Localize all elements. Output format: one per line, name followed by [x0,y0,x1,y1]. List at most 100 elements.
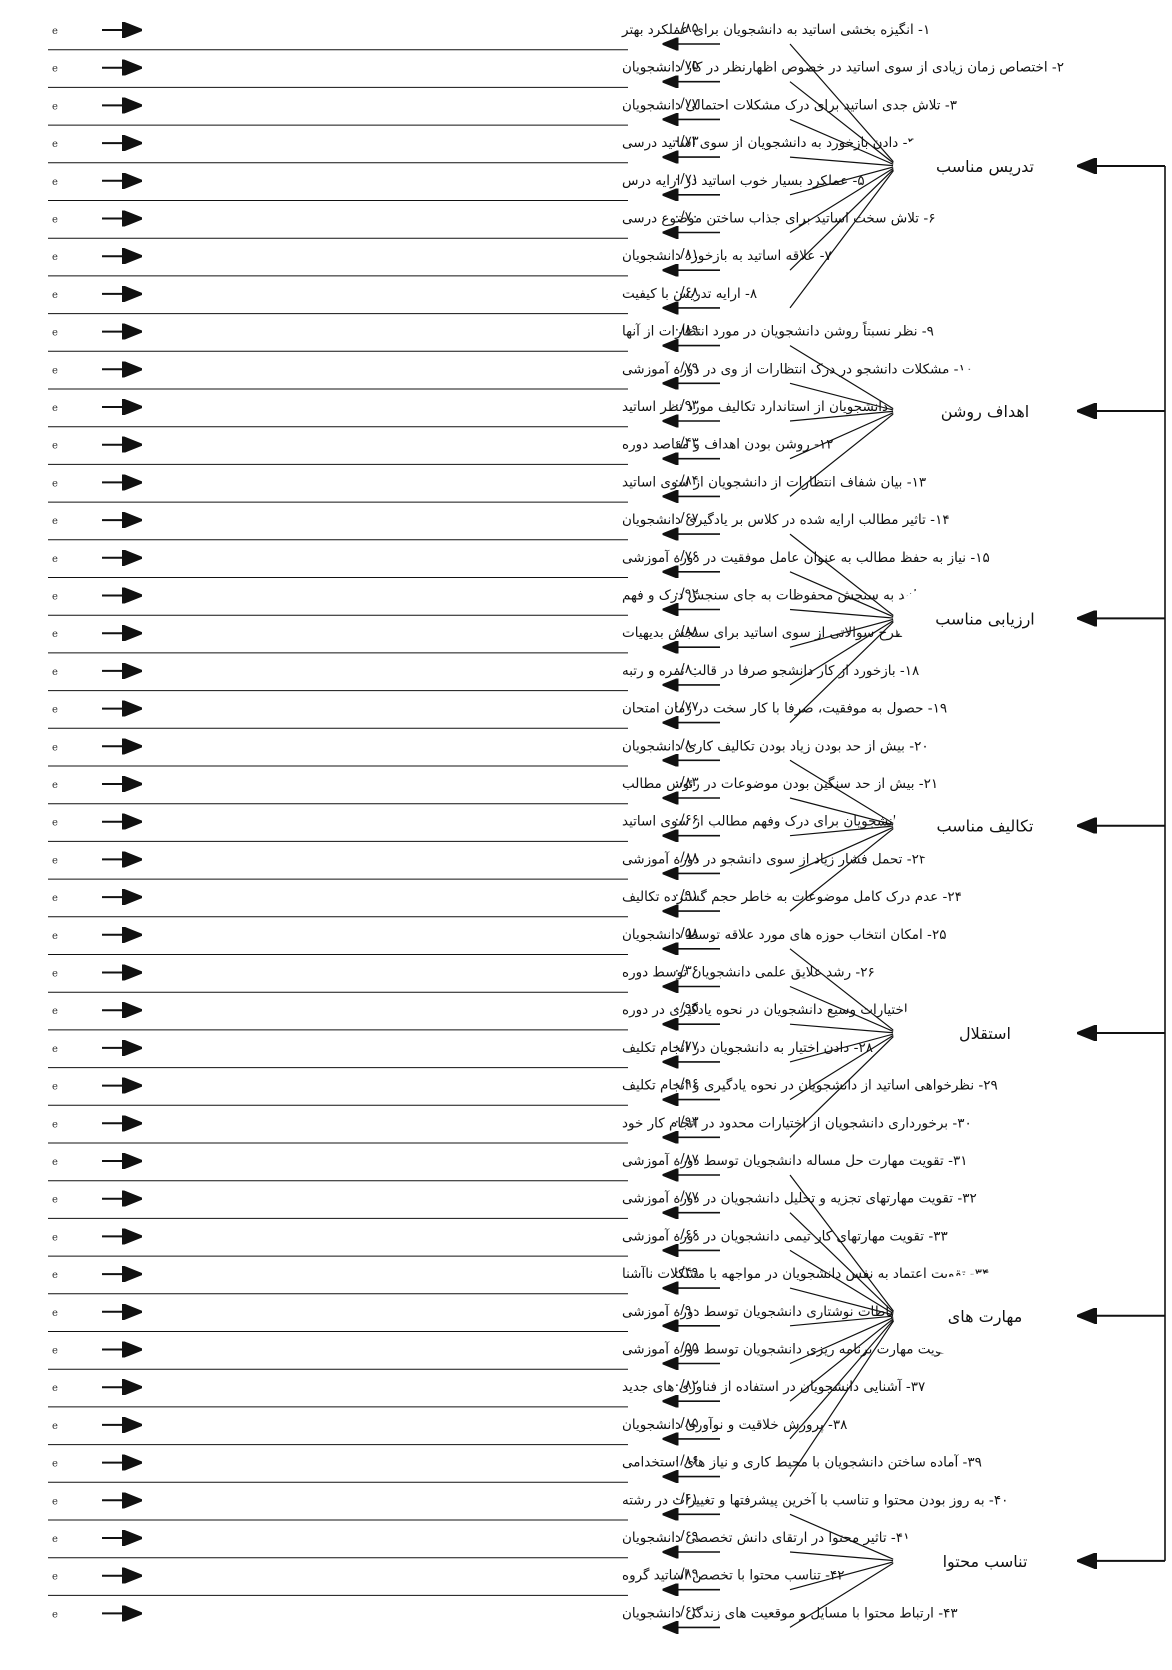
error-term: e [14,276,140,311]
factor-node: تدریس مناسب [893,123,1165,208]
error-label: e [52,252,58,263]
error-ellipse [14,842,102,877]
error-term: e [14,163,140,198]
error-term: e [14,390,140,424]
factor-ellipse [893,1518,1077,1603]
error-term: e [14,1068,140,1103]
error-ellipse [14,201,102,236]
error-label: e [52,1195,58,1206]
item-label: ۳۰- برخورداری دانشجویان از اختیارات محدو… [622,1115,972,1131]
item-label: ۷- علاقه اساتید به بازخورد دانشجویان [622,248,832,264]
path-line [789,118,898,167]
error-label: e [52,969,58,980]
error-term: e [14,691,140,726]
item-label: ۱۳- بیان شفاف انتظارات از دانشجویان از س… [622,474,926,490]
item-label: ۴۲- تناسب محتوا با تخصص اساتید گروه [622,1567,845,1584]
item-label: ۱- انگیزه بخشی اساتید به دانشجویان برای … [621,21,930,38]
error-label: e [52,64,58,75]
error-terms: eeeeeeeeeeeeeeeeeeeeeeeeeeeeeeeeeeeeeeee… [14,13,140,1631]
error-term: e [14,1332,140,1367]
loading-value: ۰/۵۵ [673,1341,698,1356]
item-label: ۱۰- مشکلات دانشجو در درک انتظارات از وی … [622,360,973,377]
item-label: ۳- تلاش جدی اساتید برای درک مشکلات احتما… [622,97,957,113]
error-ellipse [14,1521,102,1555]
path-line [789,1287,898,1317]
path-line [789,759,898,827]
item-label: ۲۸- دادن اختیار به دانشجویان در انجام تک… [622,1040,873,1056]
factor-label: تناسب محتوا [943,1552,1028,1572]
error-label: e [52,1346,58,1357]
error-label: e [52,1496,58,1507]
error-ellipse [14,1106,102,1141]
path-line [789,165,898,234]
item-label: ۶- تلاش سخت اساتید برای جذاب ساختن موضوع… [622,211,935,227]
error-term: e [14,804,140,839]
error-term: e [14,1219,140,1254]
error-term: e [14,917,140,952]
error-term: e [14,427,140,462]
error-ellipse [14,352,102,387]
path-line [789,1315,898,1440]
error-label: e [52,1609,58,1620]
error-term: e [14,616,140,651]
loading-value: ۰/۷۳ [673,134,698,149]
loading-value: ۰/۹۱ [673,888,698,903]
item-label: ۱۹- حصول به موفقیت، صرفا با کار سخت در ز… [622,701,947,717]
error-ellipse [14,616,102,651]
path-line [789,410,898,497]
factor-label: تکالیف مناسب [937,817,1034,836]
item-label: ۳۳- تقویت مهارتهای کار تیمی دانشجویان در… [622,1227,948,1244]
error-ellipse [14,276,102,311]
item-label: ۲۱- بیش از حد سنگین بودن موضوعات در رئوس… [622,775,938,792]
item-label: ۵- عملکرد بسیار خوب اساتید در ارایه درس [622,173,865,189]
factor-label: مهارت های [948,1307,1023,1327]
path-line [789,410,898,460]
path-line [789,608,898,619]
error-label: e [52,1157,58,1168]
error-term: e [14,126,140,161]
error-term: e [14,1294,140,1329]
loading-value: ۰/۷۷ [673,1190,698,1205]
item-label: ۳۴- تقویت اعتماد به نفس دانشجویان در موا… [622,1265,989,1282]
error-label: e [52,780,58,791]
error-term: e [14,1596,140,1631]
error-label: e [52,818,58,829]
loading-value: ۰/۴۳ [673,436,698,451]
error-label: e [52,1383,58,1394]
error-label: e [52,742,58,753]
loading-value: ۰/۷۱ [673,172,698,187]
loading-value: ۰/۹۲ [673,587,698,602]
item-label: ۲۰- بیش از حد بودن زیاد بودن تکالیف کاری… [622,738,929,754]
loading-value: ۰/۸۹ [673,1567,698,1582]
error-label: e [52,1534,58,1545]
item-label: ۱۴- تاثیر مطالب ارایه شده در کلاس بر یاد… [622,511,950,528]
path-line [789,571,898,619]
error-term: e [14,201,140,236]
path-line [789,165,898,309]
loading-value: ۰/۹۵ [673,1001,698,1016]
error-ellipse [14,427,102,462]
path-line [789,617,898,724]
error-label: e [52,328,58,339]
loading-value: ۰/۳۶ [673,964,698,979]
error-label: e [52,931,58,942]
item-label: ۳۱- تقویت مهارت حل مساله دانشجویان توسط … [622,1152,967,1169]
loading-value: ۰/۷۶ [673,549,698,564]
item-label: ۱۷- طرح سوالاتی از سوی اساتید برای سنجش … [622,625,929,641]
factor-node: ارزیابی مناسب [893,576,1165,661]
path-line [789,1032,898,1138]
path-line [789,165,898,196]
loading-value: ۰/۷۷ [673,96,698,111]
item-label: ۱۶- علاقه اساتید به سنجش محفوظات به جای … [622,588,990,604]
item-label: ۳۸- پرورش خلاقیت و نوآوری دانشجویان [622,1416,847,1433]
error-label: e [52,478,58,489]
item-label: ۴۳- ارتباط محتوا با مسایل و موقعیت های ز… [622,1604,958,1621]
error-label: e [52,139,58,150]
path-line [789,1212,898,1317]
loading-value: ۰/۶۹ [673,1529,698,1544]
loading-value: ۰/۸۶ [673,1454,698,1469]
path-line [789,1560,898,1591]
error-ellipse [14,993,102,1028]
loading-value: ۰/۷۵ [673,59,698,74]
